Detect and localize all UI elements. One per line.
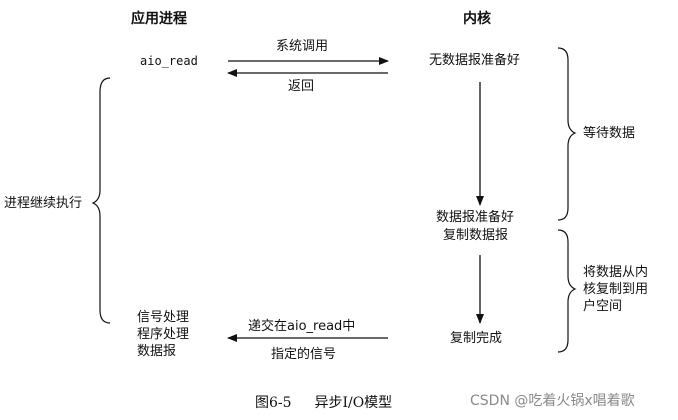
figure-number: 图6-5	[255, 395, 292, 411]
copy-phase-line-2: 核复制到用	[583, 282, 649, 297]
app-process-header: 应用进程	[131, 11, 187, 27]
wait-phase-label: 等待数据	[583, 126, 636, 141]
csdn-watermark: CSDN @吃着火锅x唱着歌	[470, 393, 635, 409]
deliver-label: 递交在aio_read中	[248, 319, 356, 334]
kernel-header: 内核	[463, 11, 491, 27]
signal-handler-line-1: 信号处理	[137, 310, 190, 325]
figure-caption: 图6-5 异步I/O模型	[255, 396, 392, 410]
copy-phase-line-3: 户空间	[583, 299, 623, 314]
figure-title: 异步I/O模型	[314, 395, 393, 411]
signal-handler-line-3: 数据报	[137, 344, 177, 359]
no-data-ready-label: 无数据报准备好	[429, 53, 521, 68]
syscall-label: 系统调用	[276, 39, 329, 54]
copy-phase-line-1: 将数据从内	[583, 265, 649, 280]
continue-brace	[91, 77, 111, 324]
process-continue-label: 进程继续执行	[4, 196, 83, 211]
copy-datagram-label: 复制数据报	[443, 228, 509, 243]
aio-read-label: aio_read	[140, 54, 198, 68]
signal-label: 指定的信号	[271, 347, 337, 362]
signal-handler-line-2: 程序处理	[137, 327, 190, 342]
copy-complete-label: 复制完成	[450, 331, 503, 346]
copy-phase-label: 将数据从内 核复制到用 户空间	[583, 264, 648, 315]
signal-handler-label: 信号处理 程序处理 数据报	[137, 309, 189, 360]
wait-brace	[557, 47, 577, 221]
data-ready-label: 数据报准备好	[436, 210, 515, 225]
return-label: 返回	[288, 79, 315, 94]
copy-brace	[557, 229, 577, 353]
